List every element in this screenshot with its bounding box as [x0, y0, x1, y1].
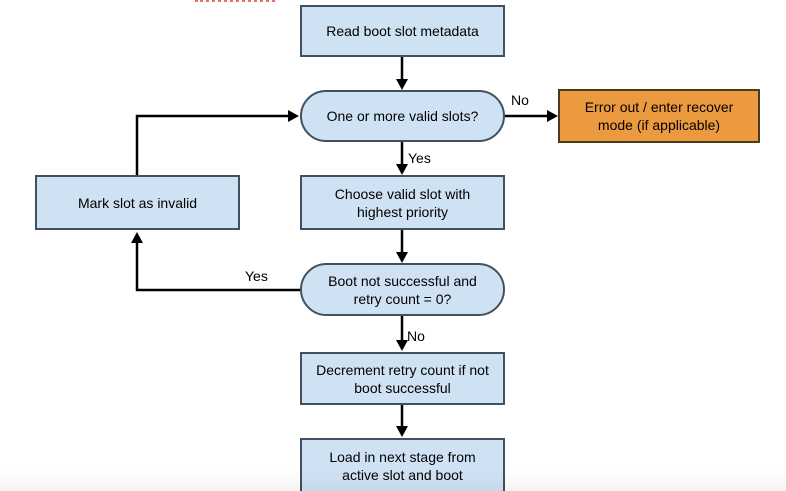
node-label: Decrement retry count if not boot succes… [316, 361, 489, 396]
node-label: Load in next stage from active slot and … [329, 449, 476, 483]
node-label: Boot not successful and retry count = 0? [328, 272, 477, 307]
node-label: One or more valid slots? [326, 108, 479, 124]
edge-label-yes-valid: Yes [408, 150, 431, 166]
edge-label-no-boot: No [407, 328, 425, 344]
edge-valid-to-choose [396, 142, 408, 175]
node-error-out-recover-mode[interactable]: Error out / enter recover mode (if appli… [558, 89, 760, 143]
edge-label-no-valid: No [511, 92, 529, 108]
node-load-next-stage[interactable]: Load in next stage from active slot and … [300, 438, 505, 491]
node-label: Read boot slot metadata [326, 23, 479, 39]
edge-choose-to-boot [396, 230, 408, 263]
edge-boot-to-mark [131, 232, 300, 292]
node-boot-not-successful-check[interactable]: Boot not successful and retry count = 0? [300, 263, 505, 316]
edge-read-to-valid [396, 57, 408, 90]
edge-mark-to-valid [135, 110, 299, 175]
node-label: Choose valid slot with highest priority [334, 185, 471, 220]
node-label: Mark slot as invalid [77, 194, 198, 211]
node-mark-slot-invalid[interactable]: Mark slot as invalid [35, 175, 240, 230]
node-one-or-more-valid-slots[interactable]: One or more valid slots? [300, 90, 505, 142]
red-dotted-annotation [195, 0, 275, 2]
edge-decrement-to-load [396, 405, 408, 437]
node-choose-valid-slot[interactable]: Choose valid slot with highest priority [300, 175, 505, 230]
edge-valid-to-error [505, 110, 558, 122]
node-decrement-retry-count[interactable]: Decrement retry count if not boot succes… [300, 352, 505, 405]
edge-label-yes-boot: Yes [245, 268, 268, 284]
node-read-boot-slot-metadata[interactable]: Read boot slot metadata [300, 5, 505, 57]
node-label: Error out / enter recover mode (if appli… [584, 99, 734, 133]
